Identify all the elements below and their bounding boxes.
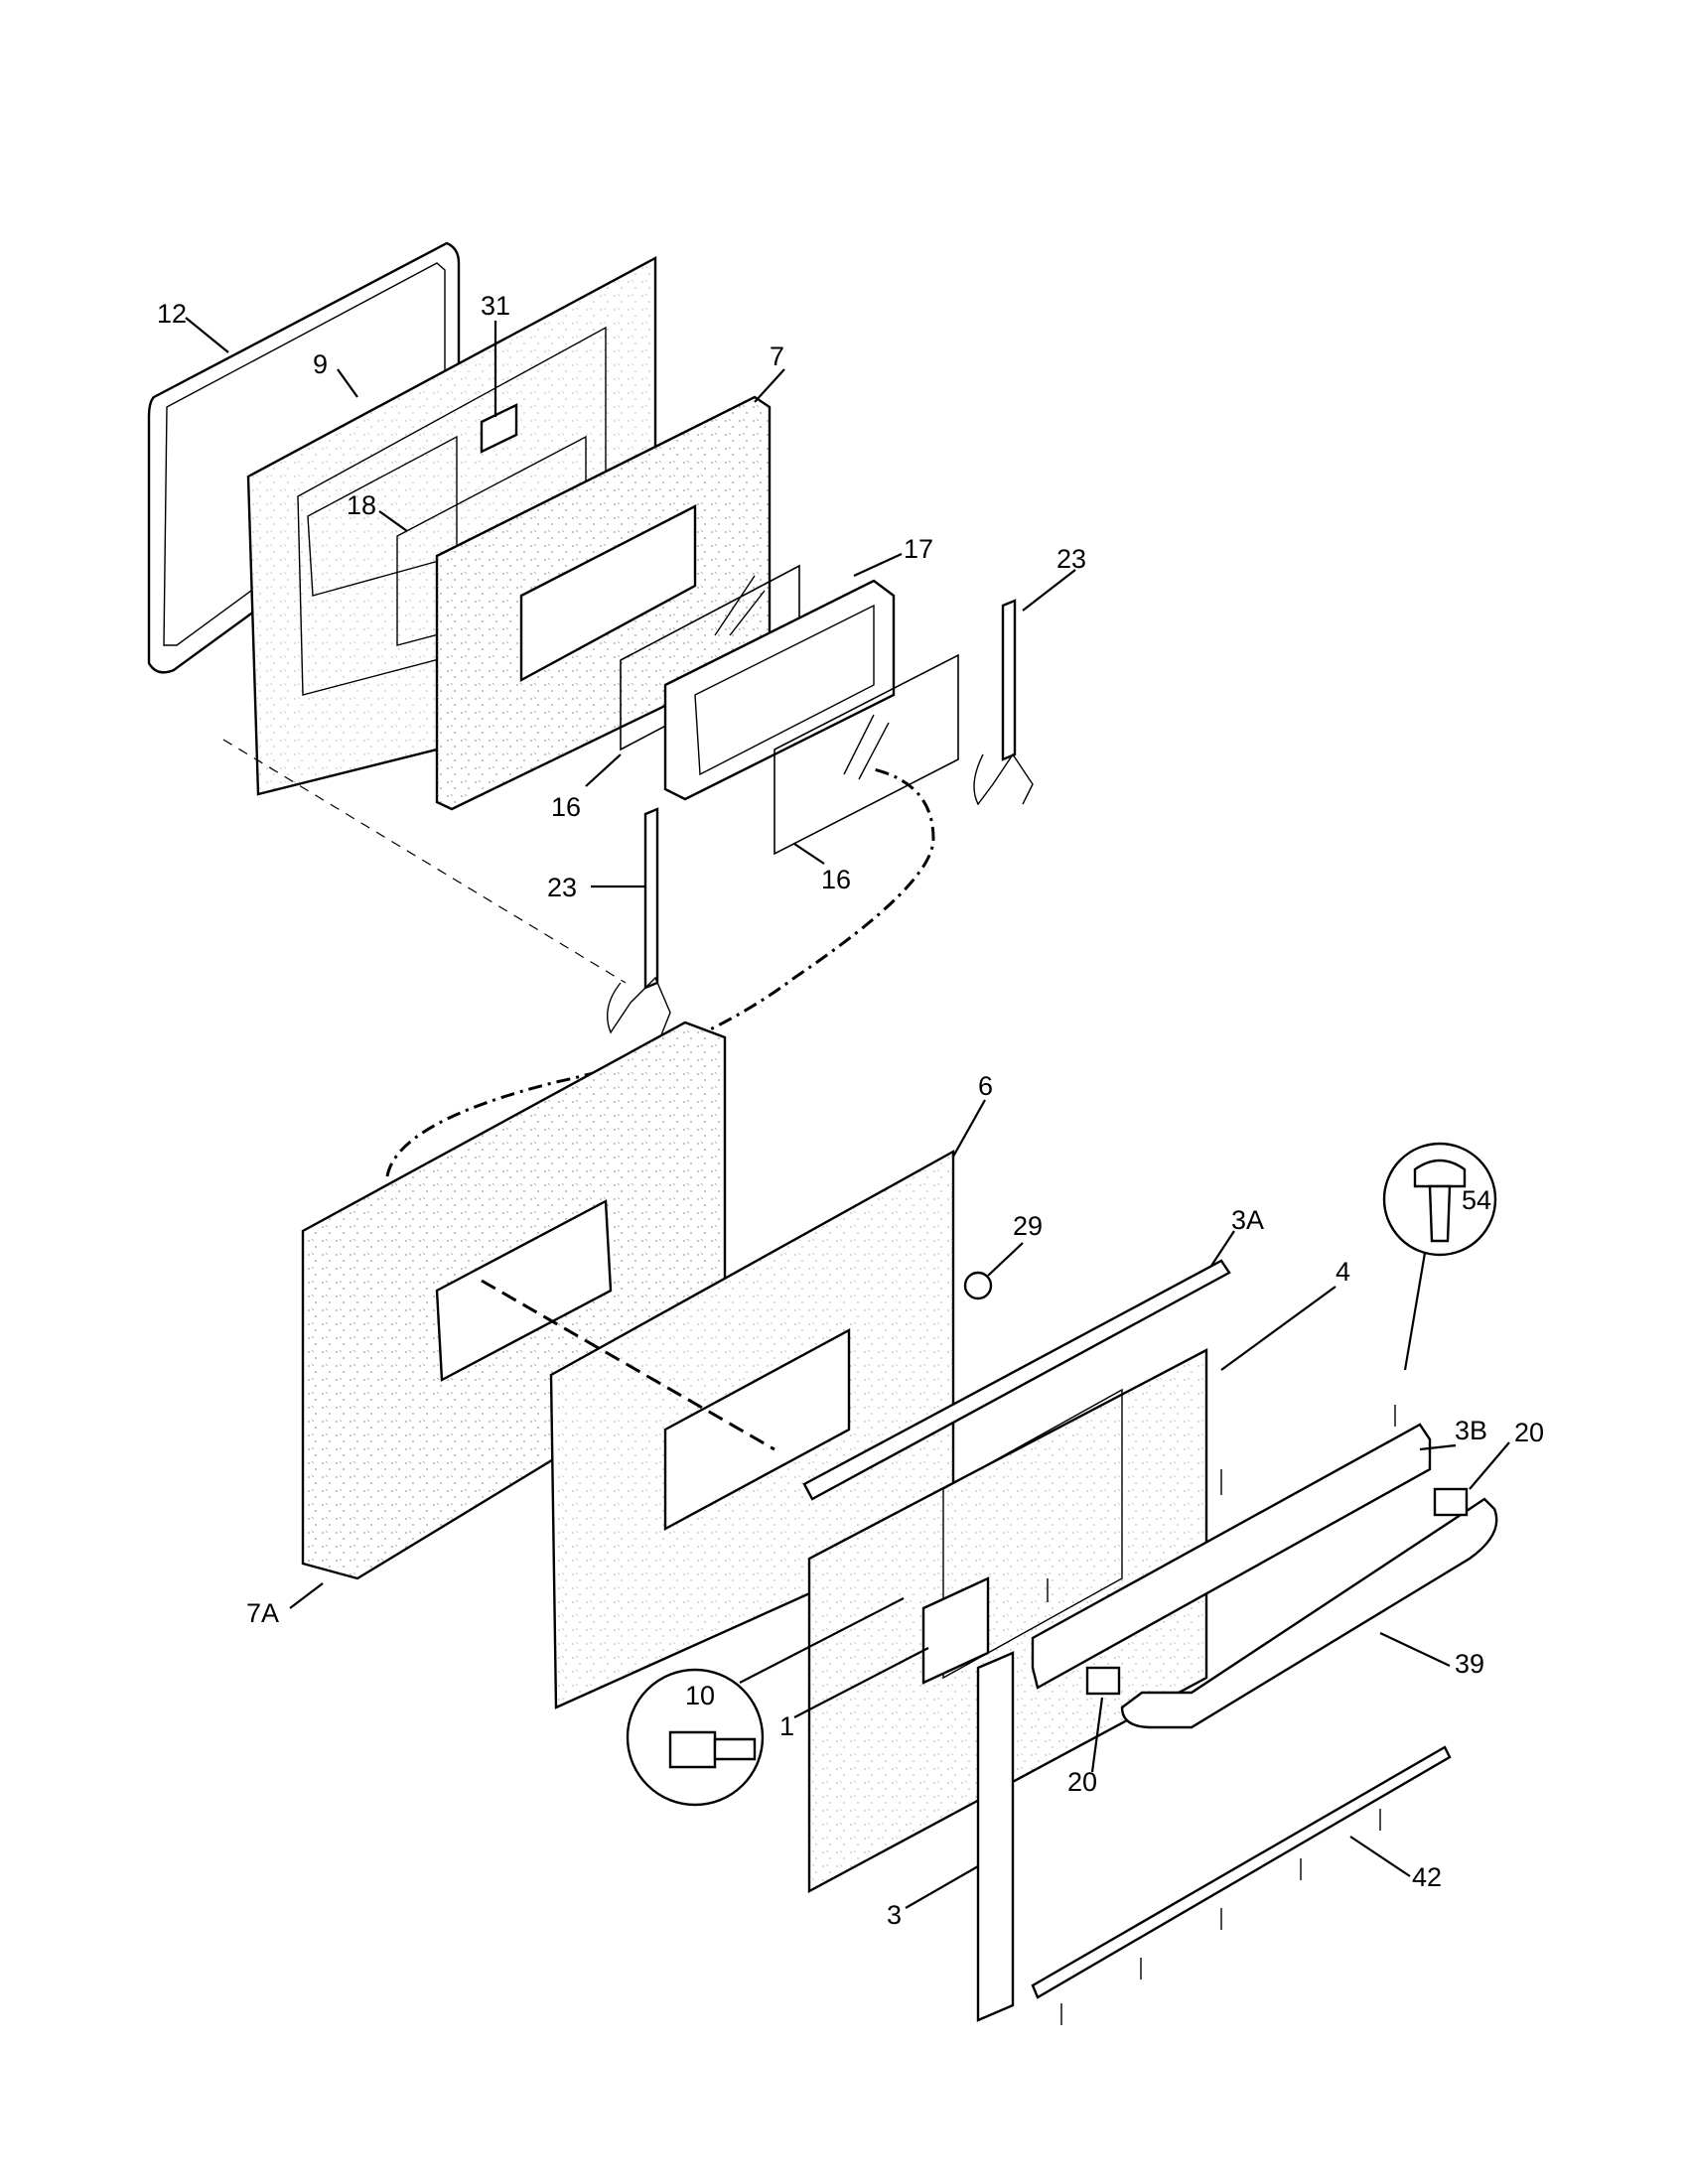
callout-20-right: 20 — [1514, 1418, 1544, 1447]
door-handle-part — [1120, 1497, 1498, 1729]
hinge-bracket-part — [921, 1576, 990, 1685]
screws — [1047, 1405, 1396, 2025]
callout-16-right: 16 — [821, 865, 851, 894]
callout-labels: 12 9 31 7 18 17 23 16 23 16 6 29 3A 54 4… — [157, 291, 1544, 1930]
glass-pack-part — [663, 579, 896, 801]
end-cap-part-right — [1433, 1487, 1469, 1517]
callout-18: 18 — [347, 490, 376, 520]
bracket-part — [480, 403, 518, 454]
callout-12: 12 — [157, 299, 187, 329]
trim-rod-part — [802, 1259, 1231, 1501]
front-glass-panel-part — [807, 1348, 1208, 1894]
callout-4: 4 — [1336, 1257, 1350, 1287]
insulation-block-part — [435, 395, 772, 811]
kick-plate-part — [1031, 1745, 1452, 1999]
screw-inset-10 — [626, 1668, 765, 1807]
callout-10: 10 — [685, 1681, 715, 1710]
glass-panel-part-front — [774, 653, 959, 856]
callout-9: 9 — [313, 349, 328, 379]
callout-29: 29 — [1013, 1211, 1043, 1241]
hinge-part-right — [973, 599, 1034, 806]
callout-23-right: 23 — [1056, 544, 1086, 574]
side-trim-part — [976, 1651, 1015, 2022]
callout-23-left: 23 — [547, 873, 577, 902]
leader-lines — [185, 317, 1510, 1909]
callout-42: 42 — [1412, 1862, 1442, 1892]
callout-20-left: 20 — [1067, 1767, 1097, 1797]
callout-3A: 3A — [1231, 1205, 1264, 1235]
callout-17: 17 — [904, 534, 933, 564]
callout-1: 1 — [779, 1711, 794, 1741]
callout-6: 6 — [978, 1071, 993, 1101]
callout-31: 31 — [481, 291, 510, 321]
screw-inset-54 — [1382, 1142, 1497, 1257]
callout-16-left: 16 — [551, 792, 581, 822]
hinge-part-left — [607, 807, 671, 1038]
callout-39: 39 — [1455, 1649, 1484, 1679]
handle-bracket-part — [1031, 1423, 1432, 1690]
callout-7: 7 — [770, 341, 784, 371]
callout-3: 3 — [887, 1900, 902, 1930]
end-cap-part-left — [1085, 1666, 1121, 1696]
callout-54: 54 — [1462, 1185, 1491, 1215]
bumper-part — [963, 1271, 993, 1300]
callout-3B: 3B — [1455, 1416, 1487, 1445]
callout-7A: 7A — [246, 1598, 279, 1628]
